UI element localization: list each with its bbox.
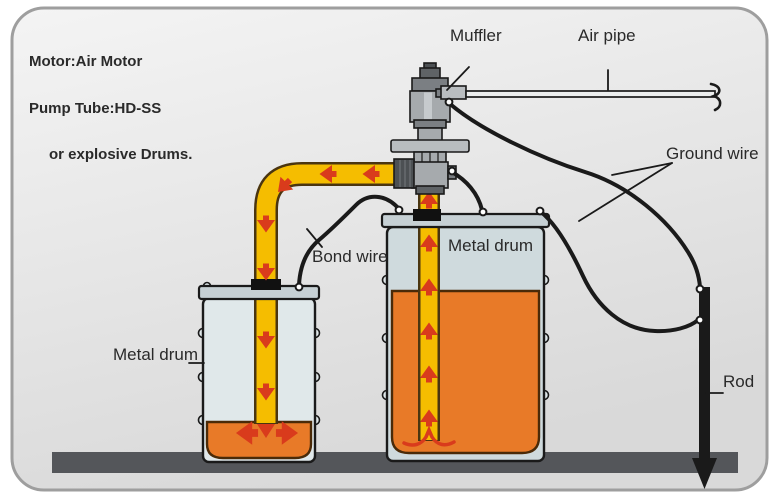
right-metal-drum [381, 225, 550, 463]
ground-rod [692, 287, 717, 489]
label-ground-wire: Ground wire [666, 144, 759, 163]
motor-neck [417, 127, 443, 142]
muffler [440, 85, 467, 100]
leader-lines [188, 66, 724, 394]
wire-clamp [695, 284, 705, 294]
air-pipe-end-hook [709, 82, 722, 112]
label-muffler: Muffler [450, 26, 502, 45]
wire-clamp [444, 97, 454, 107]
wire-clamp [535, 206, 545, 216]
pump-tube-fill [256, 164, 400, 423]
rod-arrow-tip [692, 458, 717, 489]
wire-clamp [394, 205, 404, 215]
wire-clamp [294, 282, 304, 292]
wire-clamp [695, 315, 705, 325]
label-air-pipe: Air pipe [578, 26, 636, 45]
intake-swirl [402, 425, 456, 447]
ground-wire-from-drum [539, 210, 700, 334]
rod-bar [699, 287, 710, 462]
label-rod: Rod [723, 372, 754, 391]
wire-clamp [447, 166, 457, 176]
ground-wire-leader-2 [578, 162, 673, 222]
pump-tube [254, 162, 400, 424]
motor-highlight [424, 92, 432, 121]
muffler-leader [446, 66, 470, 91]
labels: Motor:Air Motor Pump Tube:HD-SS or explo… [29, 26, 759, 391]
motor-band [413, 119, 447, 129]
down-tube-coupling [415, 185, 445, 195]
air-pipe-line [465, 90, 716, 98]
label-metal-drum-left: Metal drum [113, 345, 198, 364]
drum-liquid [205, 420, 313, 460]
info-drums: or explosive Drums. [49, 146, 192, 163]
drum-liquid [390, 289, 541, 455]
flow-arrows [235, 165, 456, 447]
ground-wire-leader-1 [611, 162, 673, 176]
connector-ribs [399, 160, 411, 187]
right-drum-bung [413, 209, 441, 221]
label-bond-wire: Bond wire [312, 247, 388, 266]
pump-to-drum-wire [450, 170, 484, 212]
info-motor: Motor:Air Motor [29, 53, 142, 70]
air-motor-pump [390, 62, 470, 195]
bond-wire [297, 194, 401, 287]
wires [294, 97, 705, 334]
splash-center [257, 424, 275, 438]
info-pump-tube: Pump Tube:HD-SS [29, 100, 161, 117]
coupling-ribs [421, 152, 439, 163]
pump-tee-body [411, 161, 449, 189]
label-metal-drum-right: Metal drum [448, 236, 533, 255]
bond-wire-leader [306, 228, 323, 248]
outlet-connector [393, 158, 415, 189]
right-drum-rim [380, 212, 551, 229]
pump-flange [390, 139, 470, 153]
ground-wire-from-pump [447, 101, 702, 289]
air-pipe [465, 82, 722, 112]
left-drum-bung [251, 279, 281, 290]
wire-clamp [478, 207, 488, 217]
